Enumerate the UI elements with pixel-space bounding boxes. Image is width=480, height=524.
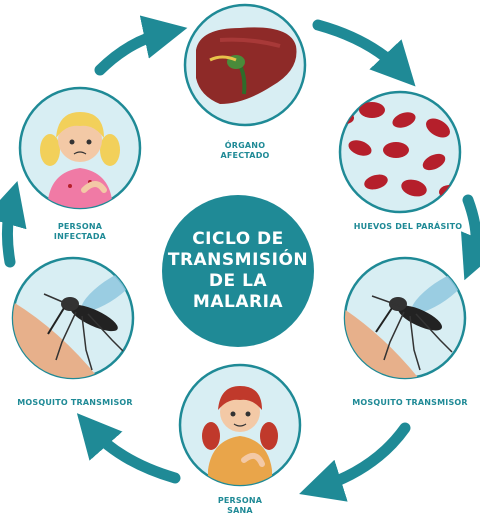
eggs-circle bbox=[336, 92, 461, 212]
label-organ: ÓRGANO AFECTADO bbox=[205, 141, 285, 161]
label-mosquito-left: MOSQUITO TRANSMISOR bbox=[10, 398, 140, 408]
cycle-title: CICLO DE TRANSMISIÓN DE LA MALARIA bbox=[162, 195, 314, 347]
infected-person-circle bbox=[20, 88, 140, 215]
label-infected: PERSONA INFECTADA bbox=[38, 222, 122, 242]
arrow-mosquito-to-healthy bbox=[318, 428, 405, 488]
label-organ-line1: ÓRGANO bbox=[205, 141, 285, 151]
label-healthy-line1: PERSONA bbox=[200, 496, 280, 506]
label-eggs: HUEVOS DEL PARÁSITO bbox=[348, 222, 468, 232]
title-line-2: TRANSMISIÓN bbox=[168, 250, 308, 271]
label-eggs-line1: HUEVOS DEL PARÁSITO bbox=[348, 222, 468, 232]
arrow-healthy-to-mosquito bbox=[90, 428, 175, 478]
healthy-person-circle bbox=[180, 365, 300, 490]
label-mosquito-right: MOSQUITO TRANSMISOR bbox=[350, 398, 470, 408]
arrow-organ-to-eggs bbox=[318, 25, 402, 72]
arrow-mosquito-to-infected bbox=[7, 200, 12, 262]
mosquito-left-circle bbox=[10, 258, 144, 400]
label-healthy: PERSONA SANA bbox=[200, 496, 280, 516]
title-line-1: CICLO DE bbox=[192, 229, 284, 250]
label-infected-line2: INFECTADA bbox=[38, 232, 122, 242]
title-line-3: DE LA MALARIA bbox=[162, 271, 314, 313]
organ-circle bbox=[185, 5, 305, 125]
label-organ-line2: AFECTADO bbox=[205, 151, 285, 161]
arrow-eggs-to-mosquito bbox=[468, 200, 476, 262]
arrow-infected-to-organ bbox=[100, 32, 168, 70]
label-infected-line1: PERSONA bbox=[38, 222, 122, 232]
label-mosquito-right-line1: MOSQUITO TRANSMISOR bbox=[350, 398, 470, 408]
label-healthy-line2: SANA bbox=[200, 506, 280, 516]
label-mosquito-left-line1: MOSQUITO TRANSMISOR bbox=[10, 398, 140, 408]
mosquito-right-circle bbox=[330, 258, 474, 400]
